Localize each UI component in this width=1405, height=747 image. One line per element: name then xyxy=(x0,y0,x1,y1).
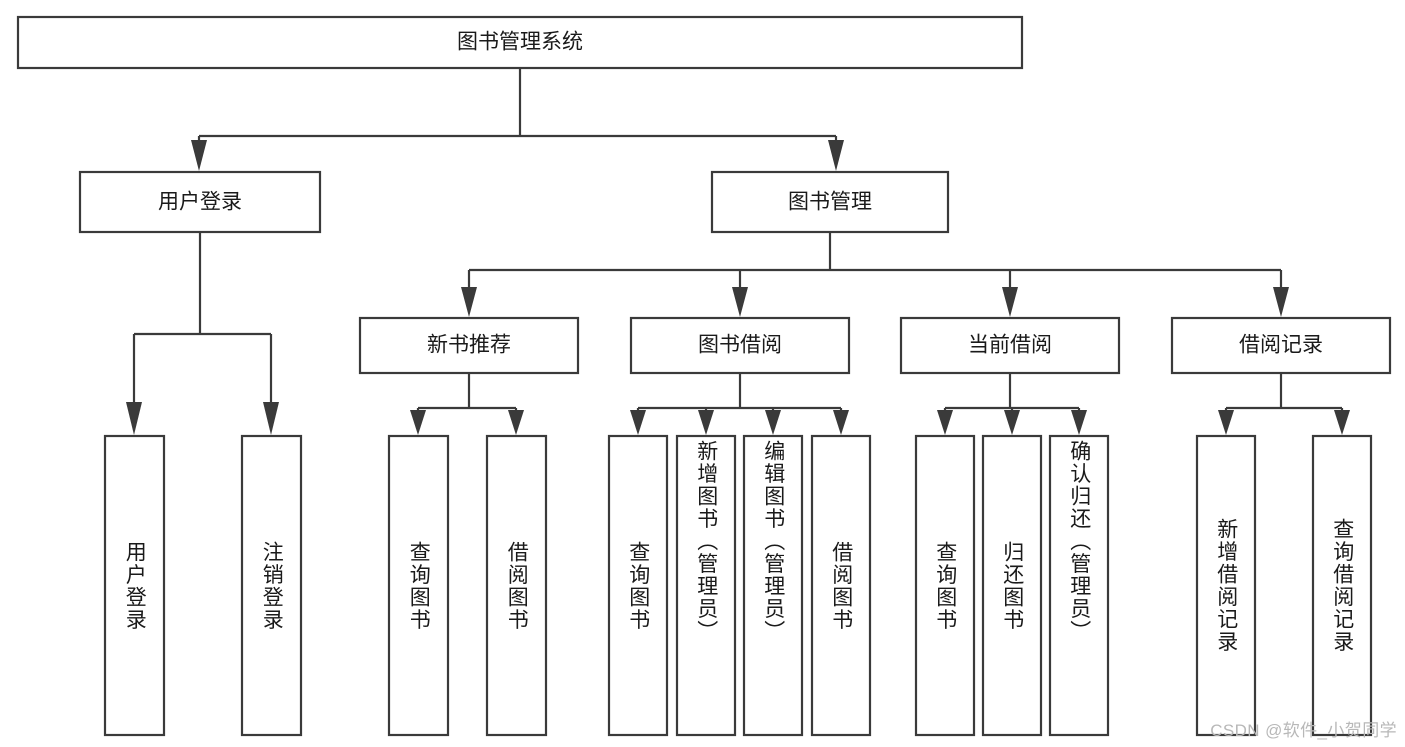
borrow-record-label: 借阅记录 xyxy=(1239,334,1323,357)
node-new-book-recommend[interactable]: 新书推荐 xyxy=(358,316,580,375)
node-book-borrow[interactable]: 图书借阅 xyxy=(629,316,851,375)
leaf-box-user-login-1[interactable] xyxy=(240,434,303,737)
connector-current-borrow-to-leaves xyxy=(937,373,1087,435)
arrow-to-book-management xyxy=(828,140,844,171)
arrow-nbr-leaf-1 xyxy=(410,410,426,435)
borrow-record-box xyxy=(1170,316,1392,375)
arrow-bb-leaf-3 xyxy=(765,410,781,435)
leaf-box-nbr-0[interactable] xyxy=(387,434,450,737)
arrow-br-leaf-2 xyxy=(1334,410,1350,435)
node-current-borrow[interactable]: 当前借阅 xyxy=(899,316,1121,375)
connector-root-to-level2 xyxy=(191,68,844,171)
connector-user-login-to-leaves xyxy=(126,232,279,435)
connector-new-book-recommend-to-leaves xyxy=(410,373,524,435)
leaf-box-br-1[interactable] xyxy=(1311,434,1373,737)
arrow-to-borrow-record xyxy=(1273,287,1289,317)
new-book-recommend-box xyxy=(358,316,580,375)
user-login-label: 用户登录 xyxy=(158,191,242,214)
arrow-to-current-borrow xyxy=(1002,287,1018,317)
connector-borrow-record-to-leaves xyxy=(1218,373,1350,435)
leaf-box-cb-1[interactable] xyxy=(981,434,1043,737)
arrow-cb-leaf-2 xyxy=(1004,410,1020,435)
leaf-box-bb-3[interactable] xyxy=(810,434,872,737)
leaf-box-cb-0[interactable] xyxy=(914,434,976,737)
node-book-management[interactable]: 图书管理 xyxy=(710,170,950,234)
leaf-box-cb-2[interactable] xyxy=(1048,434,1110,737)
book-management-label: 图书管理 xyxy=(788,191,872,214)
arrow-bb-leaf-1 xyxy=(630,410,646,435)
connector-book-management-to-level3 xyxy=(461,232,1289,317)
arrow-cb-leaf-3 xyxy=(1071,410,1087,435)
book-borrow-box xyxy=(629,316,851,375)
arrow-to-leaf-user-login xyxy=(126,402,142,435)
csdn-watermark: CSDN @软件_小贺同学 xyxy=(1210,721,1397,740)
leaf-box-bb-1[interactable] xyxy=(675,434,737,737)
leaf-box-nbr-1[interactable] xyxy=(485,434,548,737)
root-box xyxy=(16,15,1024,70)
leaf-box-bb-0[interactable] xyxy=(607,434,669,737)
arrow-to-leaf-logout xyxy=(263,402,279,435)
node-borrow-record[interactable]: 借阅记录 xyxy=(1170,316,1392,375)
arrow-br-leaf-1 xyxy=(1218,410,1234,435)
book-management-box xyxy=(710,170,950,234)
arrow-to-book-borrow xyxy=(732,287,748,317)
node-user-login[interactable]: 用户登录 xyxy=(78,170,322,234)
leaf-box-bb-2[interactable] xyxy=(742,434,804,737)
arrow-to-user-login xyxy=(191,140,207,171)
leaf-box-user-login-0[interactable] xyxy=(103,434,166,737)
arrow-to-new-book-recommend xyxy=(461,287,477,317)
current-borrow-label: 当前借阅 xyxy=(968,334,1052,357)
arrow-bb-leaf-2 xyxy=(698,410,714,435)
leaf-box-br-0[interactable] xyxy=(1195,434,1257,737)
book-borrow-label: 图书借阅 xyxy=(698,334,782,357)
current-borrow-box xyxy=(899,316,1121,375)
arrow-bb-leaf-4 xyxy=(833,410,849,435)
new-book-recommend-label: 新书推荐 xyxy=(427,334,511,357)
root-label: 图书管理系统 xyxy=(457,31,583,54)
connector-book-borrow-to-leaves xyxy=(630,373,849,435)
arrow-nbr-leaf-2 xyxy=(508,410,524,435)
arrow-cb-leaf-1 xyxy=(937,410,953,435)
node-root[interactable]: 图书管理系统 xyxy=(16,15,1024,70)
